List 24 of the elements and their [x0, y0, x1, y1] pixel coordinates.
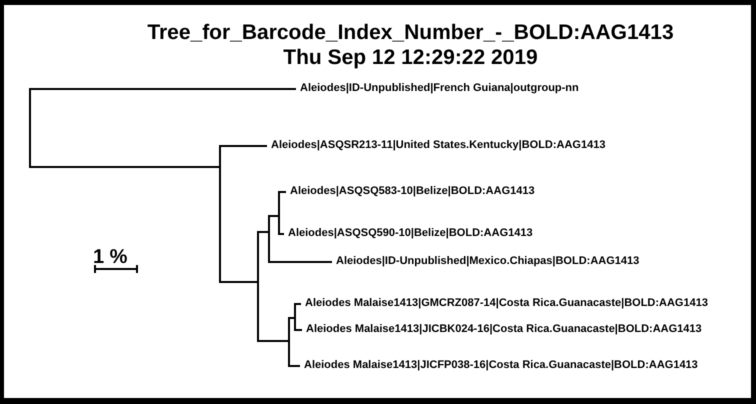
- branch-line: [296, 329, 302, 331]
- branch-line: [270, 215, 278, 217]
- tree-title: Tree_for_Barcode_Index_Number_-_BOLD:AAG1413 Thu Sep 12 12:29:22 2019: [146, 20, 675, 70]
- branch-line: [31, 166, 219, 168]
- branch-line: [280, 233, 284, 235]
- taxon-label: Aleiodes Malaise1413|JICFP038-16|Costa Rica.Guanacaste|BOLD:AAG1413: [300, 359, 698, 372]
- branch-line: [31, 88, 296, 90]
- taxon-label: Aleiodes|ID-Unpublished|French Guiana|outgroup-nn: [296, 82, 579, 95]
- branch-line: [259, 340, 288, 342]
- taxon-label: Aleiodes|ASQSQ583-10|Belize|BOLD:AAG1413: [286, 185, 535, 198]
- taxon-label: Aleiodes|ASQSR213-11|United States.Kentucky|BOLD:AAG1413: [267, 139, 606, 152]
- branch-line: [290, 365, 300, 367]
- taxon-label: Aleiodes|ASQSQ590-10|Belize|BOLD:AAG1413: [284, 227, 533, 240]
- branch-line: [221, 281, 257, 283]
- branch-line: [270, 261, 332, 263]
- taxon-label: Aleiodes Malaise1413|JICBK024-16|Costa Rica.Guanacaste|BOLD:AAG1413: [302, 323, 702, 336]
- branch-line: [296, 303, 301, 305]
- taxon-label: Aleiodes Malaise1413|GMCRZ087-14|Costa Rica.Guanacaste|BOLD:AAG1413: [301, 297, 708, 310]
- taxon-label: Aleiodes|ID-Unpublished|Mexico.Chiapas|BOLD:AAG1413: [332, 255, 640, 268]
- branch-line: [290, 317, 294, 319]
- scale-label: 1 %: [93, 246, 128, 268]
- branch-line: [221, 145, 267, 147]
- branch-line: [280, 191, 286, 193]
- branch-line: [259, 231, 268, 233]
